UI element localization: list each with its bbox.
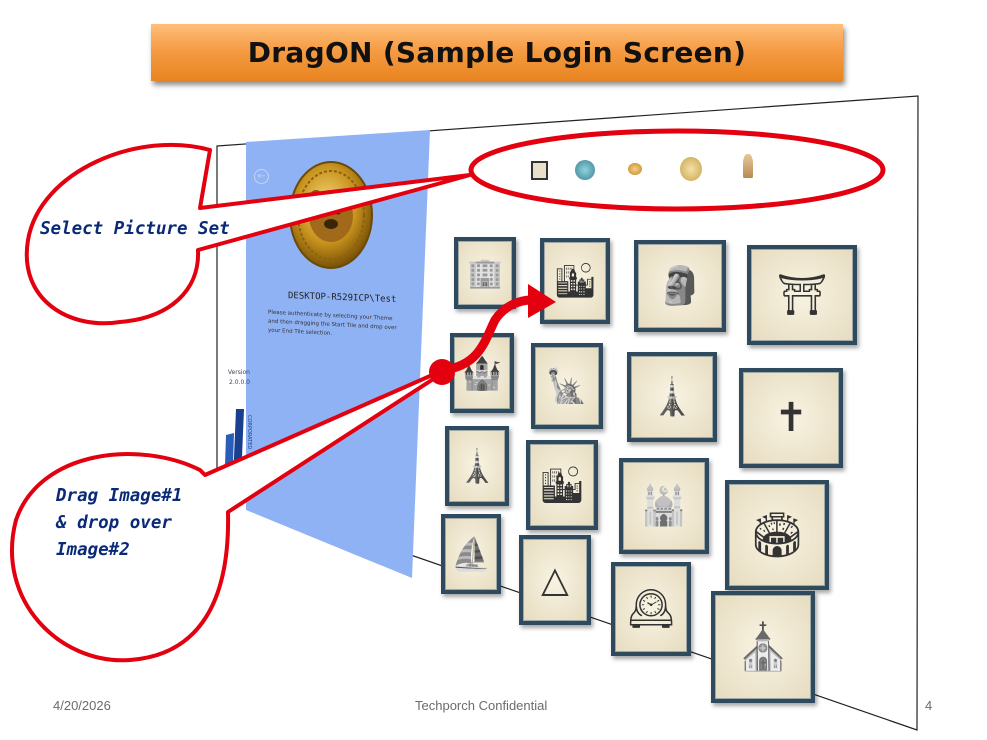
drag-arrowhead-icon bbox=[528, 284, 556, 318]
landmark-icon: 🗼 bbox=[457, 447, 497, 485]
tile-picture: 🏙 bbox=[544, 242, 606, 320]
sydney-opera-tile[interactable]: ⛵ bbox=[441, 514, 501, 594]
landmark-icon: 🏟 bbox=[749, 510, 805, 561]
tile-picture: 🕌 bbox=[623, 462, 705, 550]
landmark-icon: ⛩ bbox=[776, 272, 828, 319]
svg-text:CORPORATED: CORPORATED bbox=[246, 415, 252, 449]
landmark-icon: ✝ bbox=[774, 395, 808, 441]
landmark-icon: ⛪ bbox=[734, 620, 792, 674]
christ-redeemer-tile[interactable]: ✝ bbox=[739, 368, 843, 468]
landmark-icon: △ bbox=[541, 559, 569, 601]
landmark-icon: 🕌 bbox=[640, 483, 688, 528]
version-info: Version 2.0.0.0 bbox=[224, 368, 250, 388]
select-set-label: Select Picture Set bbox=[40, 219, 230, 239]
tile-picture: 🏢 bbox=[458, 241, 512, 305]
drag-drop-label: Drag Image#1 & drop over Image#2 bbox=[56, 486, 183, 560]
tile-picture: 🏙 bbox=[530, 444, 594, 526]
tile-picture: 🗼 bbox=[449, 430, 505, 502]
eiffel-tower-tile[interactable]: 🗼 bbox=[445, 426, 509, 506]
petronas-towers-tile[interactable]: 🏢 bbox=[454, 237, 516, 309]
tile-picture: △ bbox=[523, 539, 587, 621]
tile-picture: 🗽 bbox=[535, 347, 599, 425]
version-label: Version bbox=[227, 369, 250, 376]
tile-picture: 🕰 bbox=[615, 566, 687, 652]
sagrada-familia-tile[interactable]: ⛪ bbox=[711, 591, 815, 703]
tile-picture: 🗿 bbox=[638, 244, 722, 328]
landmark-set-icon[interactable] bbox=[531, 161, 548, 180]
landmark-icon: 🏙 bbox=[553, 261, 597, 301]
footer-date: 4/20/2026 bbox=[53, 698, 111, 713]
tile-picture: ⛪ bbox=[715, 595, 811, 699]
landmark-icon: 🗼 bbox=[649, 377, 695, 418]
landmark-icon: 🗿 bbox=[656, 264, 704, 307]
drag-arrow bbox=[439, 295, 537, 375]
slide-title-bar: DragON (Sample Login Screen) bbox=[151, 24, 843, 81]
footer-confidential: Techporch Confidential bbox=[415, 698, 548, 713]
colosseum-tile[interactable]: 🏟 bbox=[725, 480, 829, 590]
burj-khalifa-tile[interactable]: 🏙 bbox=[526, 440, 598, 530]
footer-page-number: 4 bbox=[925, 698, 933, 713]
version-number: 2.0.0.0 bbox=[229, 379, 250, 386]
tile-picture: 🗼 bbox=[631, 356, 713, 438]
landmark-icon: ⛵ bbox=[451, 535, 491, 573]
landmark-icon: 🏙 bbox=[539, 465, 585, 506]
taj-mahal-tile[interactable]: 🕌 bbox=[619, 458, 709, 554]
landmark-icon: 🏢 bbox=[466, 255, 504, 290]
drag-start-dot bbox=[429, 359, 455, 385]
slide-title: DragON (Sample Login Screen) bbox=[247, 36, 747, 69]
tile-picture: ⛩ bbox=[751, 249, 853, 341]
tile-picture: ✝ bbox=[743, 372, 839, 464]
picture-set-highlight bbox=[468, 128, 886, 212]
moai-tile[interactable]: 🗿 bbox=[634, 240, 726, 332]
leaning-tower-tile[interactable]: 🗼 bbox=[627, 352, 717, 442]
pyramid-tile[interactable]: △ bbox=[519, 535, 591, 625]
tile-picture: ⛵ bbox=[445, 518, 497, 590]
planet-set-icon[interactable] bbox=[628, 163, 642, 175]
select-set-callout bbox=[24, 142, 472, 326]
landmark-icon: 🕰 bbox=[626, 586, 676, 631]
empire-state-tile[interactable]: 🏙 bbox=[540, 238, 610, 324]
tile-picture: 🏟 bbox=[729, 484, 825, 586]
big-ben-tile[interactable]: 🕰 bbox=[611, 562, 691, 656]
statue-of-liberty-tile[interactable]: 🗽 bbox=[531, 343, 603, 429]
globe-set-icon[interactable] bbox=[575, 160, 595, 180]
back-arrow-icon[interactable]: ← bbox=[254, 169, 269, 184]
drag-drop-callout bbox=[10, 363, 457, 663]
stonehenge-tile[interactable]: ⛩ bbox=[747, 245, 857, 345]
landmark-icon: 🗽 bbox=[545, 366, 589, 406]
coin-set-icon[interactable] bbox=[680, 157, 702, 181]
figure-set-icon[interactable] bbox=[743, 154, 753, 178]
